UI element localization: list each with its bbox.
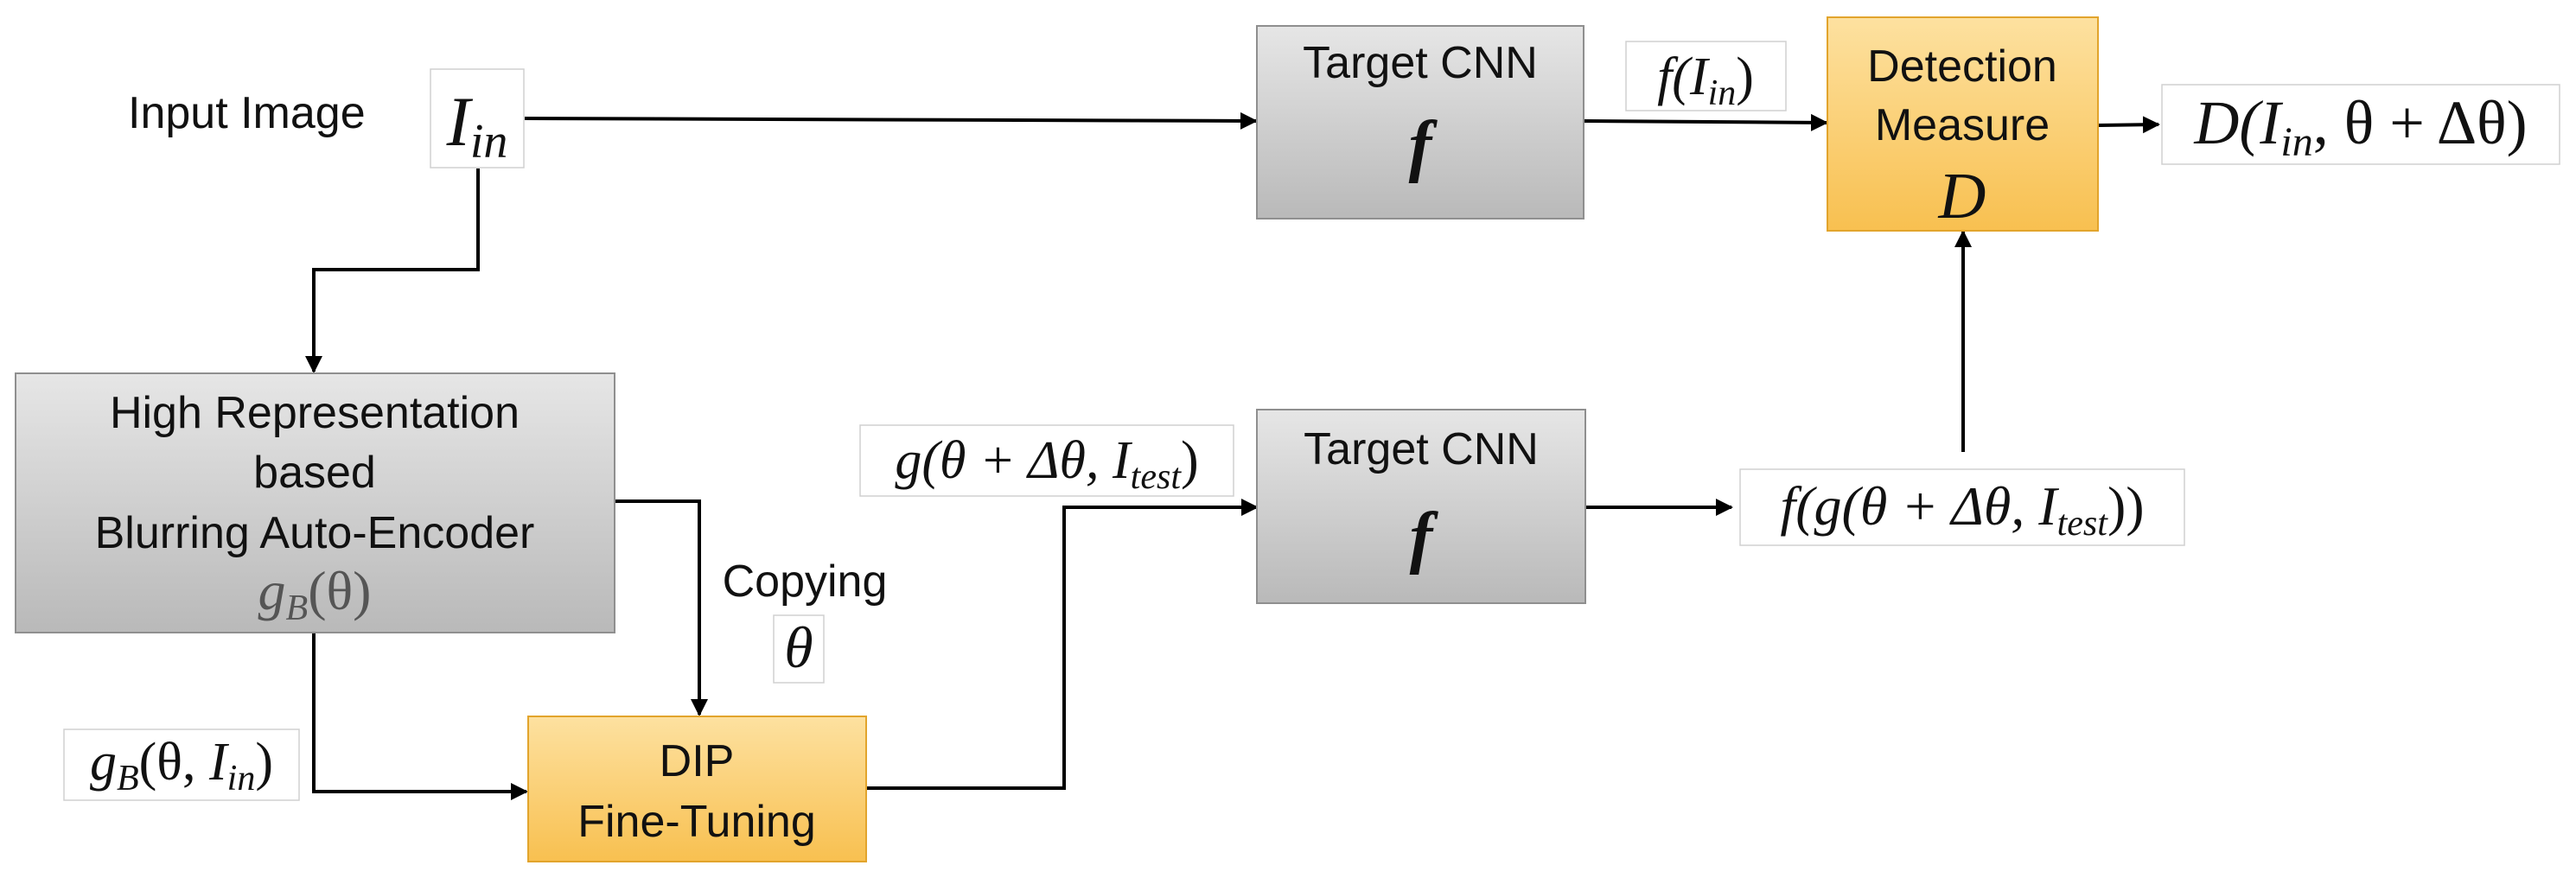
dip-line1: DIP bbox=[660, 736, 735, 786]
detection-measure-line1: Detection bbox=[1867, 41, 2057, 92]
svg-text:D(Iin, θ + Δθ): D(Iin, θ + Δθ) bbox=[2193, 88, 2527, 165]
autoencoder-symbol: gB(θ) bbox=[258, 560, 372, 628]
arrow-target-cnn-to-detection bbox=[1583, 113, 1828, 131]
svg-text:g(θ + Δθ, Itest): g(θ + Δθ, Itest) bbox=[895, 431, 1198, 497]
svg-text:f(g(θ + Δθ, Itest)): f(g(θ + Δθ, Itest)) bbox=[1780, 475, 2144, 544]
svg-text:Iin: Iin bbox=[446, 82, 508, 169]
gb-input-box bbox=[63, 728, 300, 801]
g-test-box bbox=[859, 424, 1234, 497]
target-cnn-bottom-block: Target CNN f bbox=[1256, 409, 1586, 604]
theta-box bbox=[773, 614, 825, 684]
output-expression-box bbox=[2161, 84, 2560, 165]
target-cnn-top-block: Target CNN f bbox=[1256, 25, 1584, 220]
autoencoder-line1: High Representation bbox=[110, 388, 520, 438]
detection-measure-block: Detection Measure D bbox=[1827, 16, 2099, 232]
autoencoder-line2: based bbox=[253, 448, 376, 498]
input-image-label: Input Image bbox=[128, 88, 366, 138]
f-of-input-label: f(Iin) bbox=[1625, 41, 1787, 113]
detection-measure-line2: Measure bbox=[1875, 100, 2050, 150]
connectors bbox=[305, 111, 2160, 800]
arrow-dip-to-target-cnn bbox=[866, 499, 1259, 790]
detection-measure-box bbox=[1827, 16, 2099, 232]
f-g-test-box bbox=[1739, 468, 2185, 546]
arrow-copying-theta-to-dip bbox=[615, 499, 708, 716]
arrow-input-to-autoencoder bbox=[305, 169, 480, 373]
blurring-autoencoder-block: High Representation based Blurring Auto-… bbox=[15, 372, 615, 633]
target-cnn-top-title: Target CNN bbox=[1303, 38, 1538, 88]
f-of-input-box bbox=[1625, 41, 1787, 111]
arrow-detection-to-output bbox=[2098, 116, 2160, 134]
output-expression: D(Iin, θ + Δθ) bbox=[2161, 84, 2560, 165]
blurring-autoencoder-box bbox=[15, 372, 615, 633]
arrow-autoencoder-to-dip bbox=[312, 633, 528, 800]
theta-symbol: θ bbox=[773, 614, 825, 684]
gb-input-expression: gB(θ, Iin) bbox=[63, 728, 300, 801]
target-cnn-bottom-title: Target CNN bbox=[1304, 424, 1539, 474]
copying-label: Copying bbox=[723, 557, 888, 607]
input-symbol-box bbox=[430, 68, 525, 169]
target-cnn-bottom-box bbox=[1256, 409, 1586, 604]
target-cnn-top-box bbox=[1256, 25, 1584, 220]
input-symbol: Iin bbox=[430, 68, 525, 169]
svg-text:gB(θ, Iin): gB(θ, Iin) bbox=[90, 733, 273, 798]
g-test-expression: g(θ + Δθ, Itest) bbox=[859, 424, 1234, 497]
dip-finetuning-block: DIP Fine-Tuning bbox=[527, 716, 867, 862]
dip-line2: Fine-Tuning bbox=[577, 797, 816, 847]
svg-text:θ: θ bbox=[784, 614, 813, 680]
svg-text:f(Iin): f(Iin) bbox=[1657, 48, 1754, 113]
detection-measure-symbol: D bbox=[1938, 160, 1986, 232]
autoencoder-line3: Blurring Auto-Encoder bbox=[95, 508, 535, 558]
arrow-input-to-target-cnn bbox=[524, 111, 1258, 130]
dip-finetuning-box bbox=[527, 716, 867, 862]
f-g-test-expression: f(g(θ + Δθ, Itest)) bbox=[1739, 468, 2185, 546]
